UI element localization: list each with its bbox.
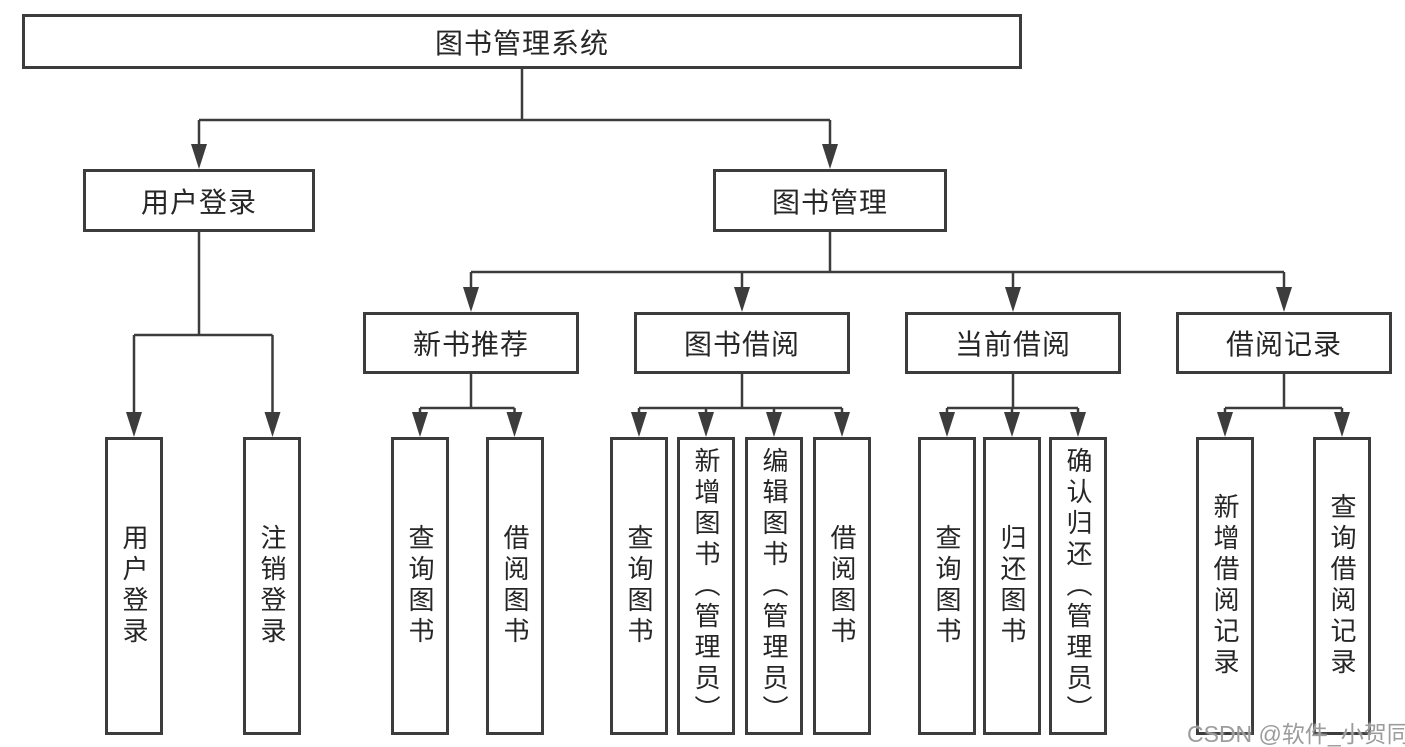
- arrowhead: [698, 412, 714, 437]
- arrowhead: [191, 144, 207, 169]
- node-label: 借阅记录: [1225, 329, 1342, 360]
- connector-borrow-records-to-leaves: [1217, 374, 1350, 437]
- node-label: 图书管理: [771, 186, 888, 218]
- arrowhead: [1004, 412, 1020, 437]
- arrowhead: [412, 412, 428, 437]
- node-book-management: 图书管理: [713, 169, 947, 232]
- leaf-edit-books-admin: 编辑图书（管理员）: [745, 437, 803, 735]
- connector-user-login-to-leaves: [126, 232, 281, 437]
- arrowhead: [1276, 287, 1292, 312]
- arrowhead: [631, 412, 647, 437]
- leaf-label: 新增借阅记录: [1210, 493, 1240, 679]
- arrowhead: [264, 412, 281, 437]
- leaf-label: 注销登录: [257, 524, 287, 648]
- arrowhead: [463, 287, 479, 312]
- connector-new-book-to-leaves: [412, 374, 523, 437]
- leaf-logout: 注销登录: [243, 437, 301, 735]
- leaf-query-books-borrow: 查询图书: [610, 437, 668, 735]
- connector-root-to-level2: [191, 69, 838, 169]
- node-label: 新书推荐: [412, 329, 529, 360]
- leaf-label: 查询图书: [405, 524, 435, 648]
- leaf-confirm-return-admin: 确认归还（管理员）: [1049, 437, 1107, 735]
- node-current-borrowing: 当前借阅: [905, 312, 1121, 374]
- node-book-borrowing: 图书借阅: [634, 312, 850, 374]
- arrowhead: [734, 287, 750, 312]
- node-library-management-system: 图书管理系统: [22, 14, 1022, 69]
- arrowhead: [834, 412, 850, 437]
- arrowhead: [939, 412, 955, 437]
- leaf-add-borrow-record: 新增借阅记录: [1196, 437, 1254, 735]
- leaf-query-borrow-record: 查询借阅记录: [1313, 437, 1371, 735]
- leaf-label: 查询图书: [932, 524, 962, 648]
- leaf-label: 用户登录: [119, 524, 149, 648]
- csdn-watermark: CSDN @软件_小贺同学: [1187, 721, 1405, 747]
- arrowhead: [126, 412, 142, 437]
- arrowhead: [506, 412, 523, 437]
- node-label: 当前借阅: [954, 329, 1071, 360]
- arrowhead: [1070, 412, 1086, 437]
- arrowhead: [822, 144, 838, 169]
- leaf-label: 归还图书: [997, 524, 1027, 648]
- leaf-query-books-current: 查询图书: [918, 437, 976, 735]
- leaf-add-books-admin: 新增图书（管理员）: [677, 437, 735, 735]
- leaf-label: 新增图书（管理员）: [691, 446, 721, 726]
- node-new-book-recommendation: 新书推荐: [363, 312, 579, 374]
- node-label: 用户登录: [140, 186, 257, 218]
- node-label: 图书借阅: [683, 329, 800, 360]
- leaf-borrow-books: 借阅图书: [813, 437, 871, 735]
- leaf-label: 确认归还（管理员）: [1063, 446, 1093, 726]
- leaf-borrow-books-recommend: 借阅图书: [486, 437, 544, 735]
- leaf-return-books: 归还图书: [983, 437, 1041, 735]
- node-borrowing-records: 借阅记录: [1176, 312, 1392, 374]
- leaf-label: 查询借阅记录: [1327, 493, 1357, 679]
- leaf-query-books-recommend: 查询图书: [391, 437, 449, 735]
- connector-book-borrow-to-leaves: [631, 374, 850, 437]
- leaf-label: 查询图书: [624, 524, 654, 648]
- arrowhead: [1334, 412, 1350, 437]
- leaf-label: 借阅图书: [827, 524, 857, 648]
- leaf-label: 编辑图书（管理员）: [759, 446, 789, 726]
- connector-current-borrow-to-leaves: [939, 374, 1086, 437]
- arrowhead: [766, 412, 782, 437]
- leaf-label: 借阅图书: [500, 524, 530, 648]
- leaf-user-login: 用户登录: [105, 437, 163, 735]
- connector-book-mgmt-to-level3: [463, 232, 1292, 312]
- arrowhead: [1217, 412, 1233, 437]
- node-label: 图书管理系统: [434, 27, 609, 59]
- arrowhead: [1005, 287, 1021, 312]
- node-user-login: 用户登录: [83, 169, 315, 232]
